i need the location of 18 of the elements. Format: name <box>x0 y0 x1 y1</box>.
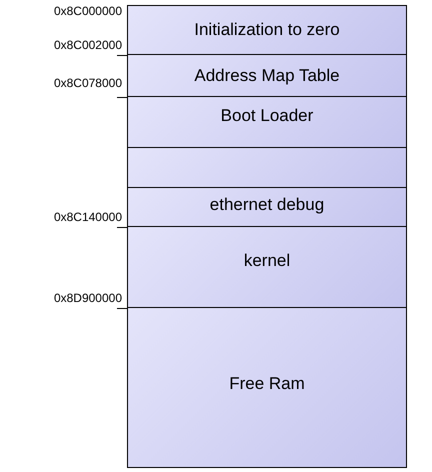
address-label: 0x8D900000 <box>54 292 122 305</box>
memory-region <box>127 55 407 97</box>
address-label: 0x8C078000 <box>54 77 122 90</box>
region-label: Initialization to zero <box>194 20 340 40</box>
memory-region <box>127 97 407 148</box>
region-label: Boot Loader <box>220 106 314 126</box>
memory-region <box>127 308 407 468</box>
region-label: ethernet debug <box>210 195 324 215</box>
region-label: kernel <box>244 251 290 271</box>
empty-memory-region <box>127 148 407 188</box>
memory-region <box>127 227 407 308</box>
region-label: Free Ram <box>229 374 305 394</box>
memory-region <box>127 188 407 227</box>
address-label: 0x8C002000 <box>54 39 122 52</box>
address-label: 0x8C000000 <box>54 5 122 18</box>
address-label: 0x8C140000 <box>54 211 122 224</box>
region-label: Address Map Table <box>194 66 340 86</box>
memory-region <box>127 5 407 55</box>
